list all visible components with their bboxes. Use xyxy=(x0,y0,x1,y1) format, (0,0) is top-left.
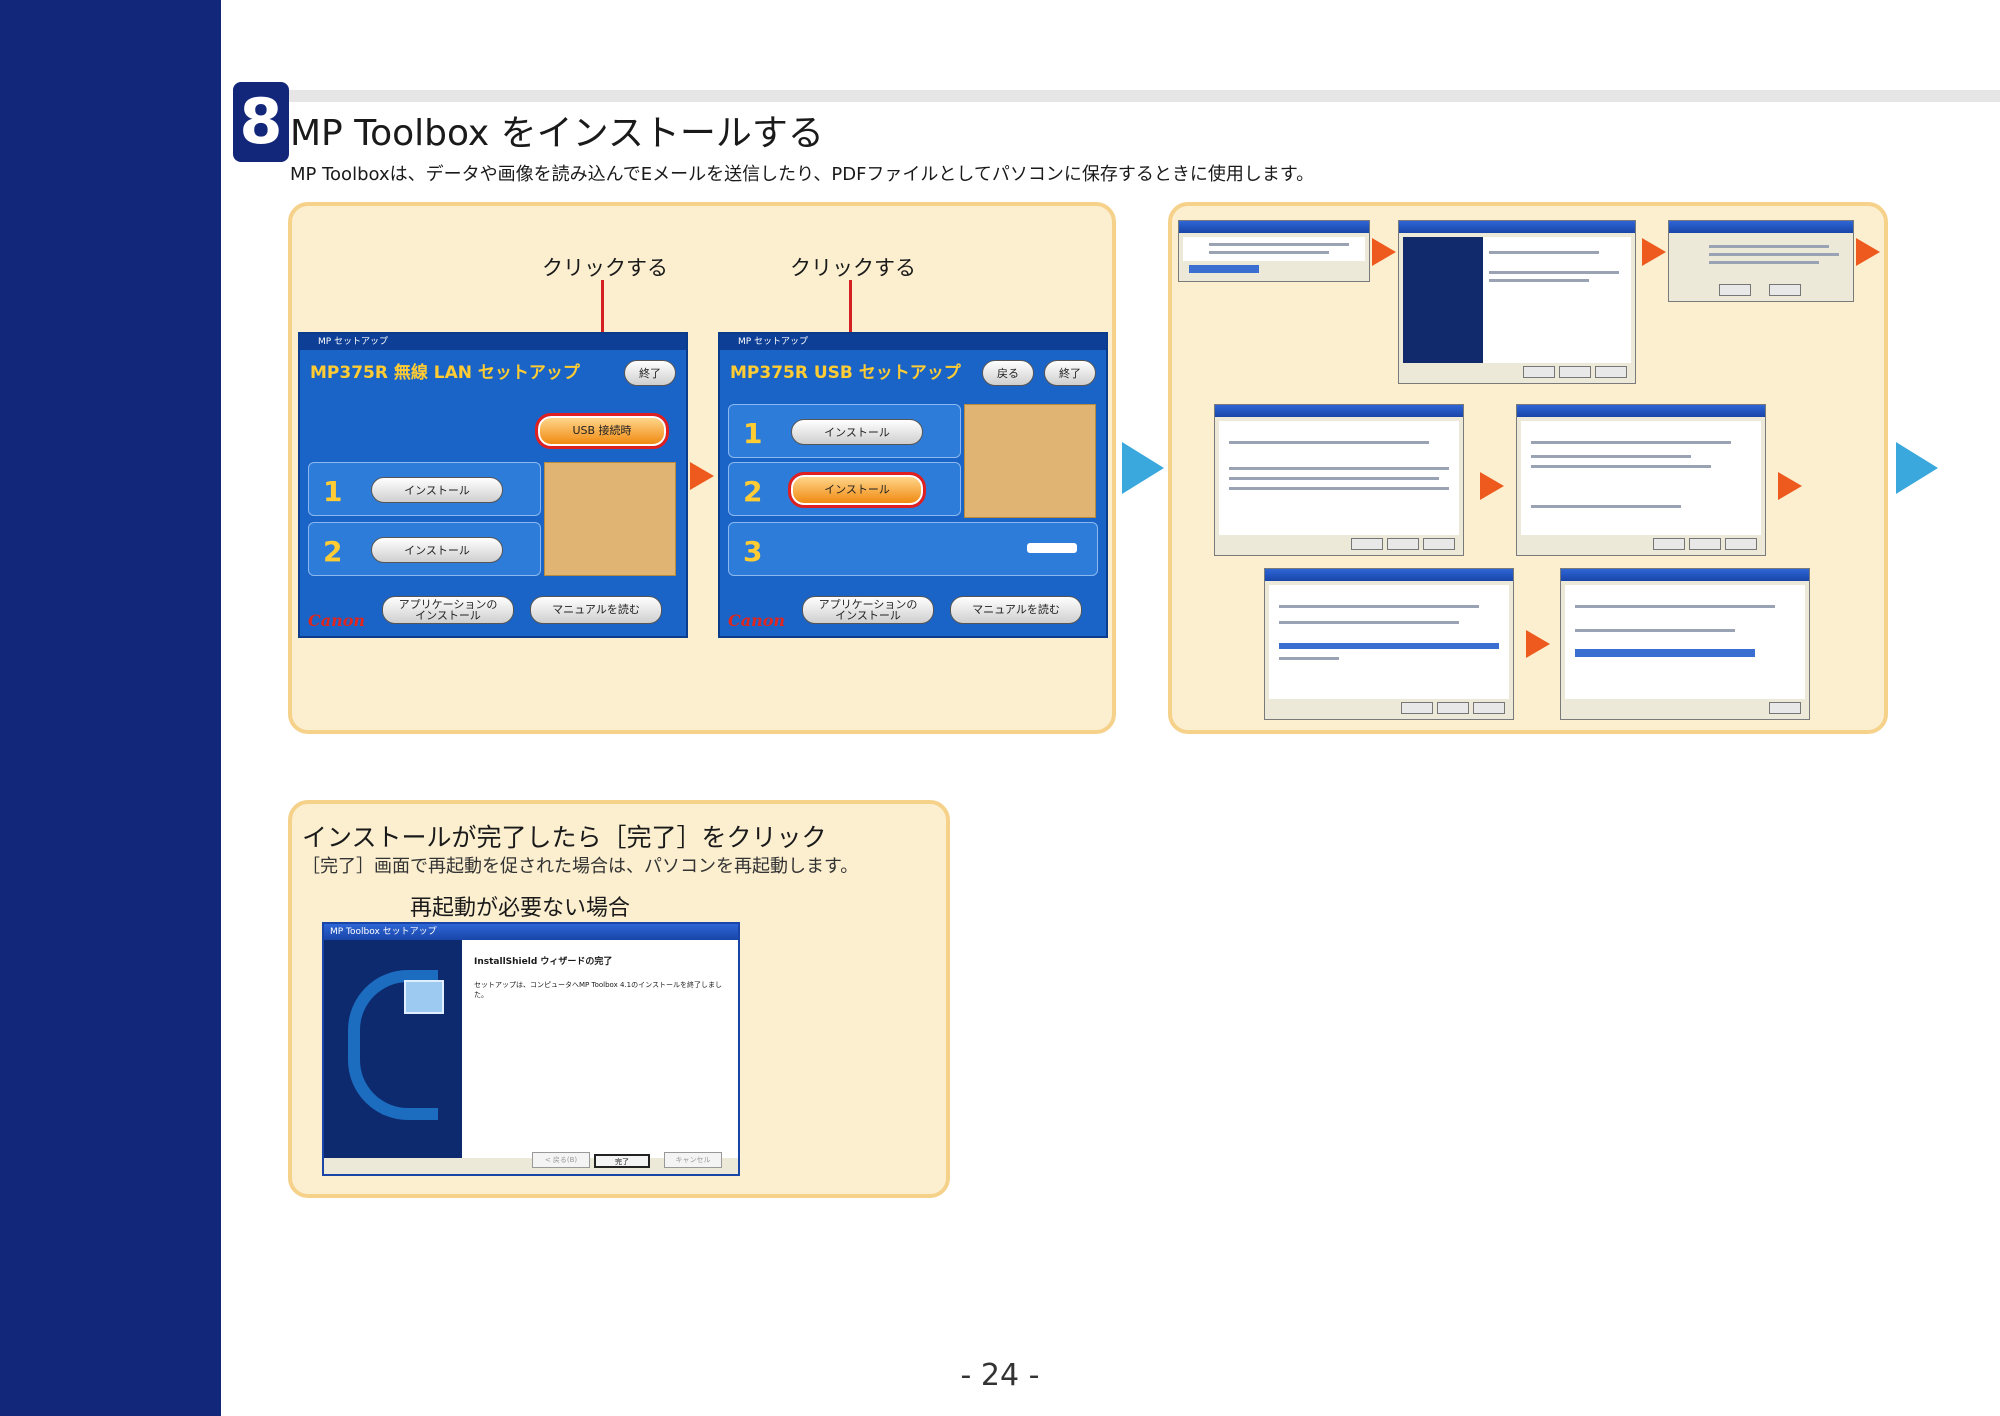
finish-button[interactable]: 完了 xyxy=(594,1154,650,1168)
setup-status-screenshot xyxy=(1560,568,1810,720)
next-arrow xyxy=(1526,630,1550,658)
step3-number: 3 xyxy=(743,535,763,568)
back-button[interactable]: < 戻る(B) xyxy=(532,1152,590,1168)
canon-logo: Canon xyxy=(728,611,786,630)
installshield-preparing-screenshot xyxy=(1178,220,1370,282)
completion-note: ［完了］画面で再起動を促された場合は、パソコンを再起動します。 xyxy=(302,856,859,877)
program-folder-screenshot xyxy=(1264,568,1514,720)
cancel-button[interactable]: キャンセル xyxy=(664,1152,722,1168)
step1-install-button[interactable]: インストール xyxy=(371,477,503,503)
step-number-badge: 8 xyxy=(233,82,289,162)
canon-logo: Canon xyxy=(308,611,366,630)
step2-number: 2 xyxy=(323,535,343,568)
dialog-message: セットアップは、コンピュータへMP Toolbox 4.1のインストールを終了し… xyxy=(474,981,722,999)
next-arrow xyxy=(1642,238,1666,266)
section-header-bar xyxy=(233,90,2000,102)
confirm-dialog-screenshot xyxy=(1668,220,1854,302)
step1-row: 1 インストール xyxy=(728,404,961,458)
window-heading: MP375R USB セットアップ xyxy=(730,363,961,383)
next-arrow-large xyxy=(1122,442,1164,494)
step2-install-button[interactable]: インストール xyxy=(371,537,503,563)
step1-install-button[interactable]: インストール xyxy=(791,419,923,445)
completion-heading: インストールが完了したら［完了］をクリック xyxy=(302,823,827,852)
next-arrow xyxy=(1778,472,1802,500)
exit-button[interactable]: 終了 xyxy=(1044,360,1096,386)
dialog-heading: InstallShield ウィザードの完了 xyxy=(474,957,613,967)
install-applications-button[interactable]: アプリケーションの インストール xyxy=(382,596,514,624)
section-title: MP Toolbox をインストールする xyxy=(290,113,824,154)
step2-row: 2 インストール xyxy=(728,462,961,516)
click-caption-left: クリックする xyxy=(542,256,668,280)
usb-cable-icon xyxy=(1027,543,1077,553)
read-manual-button[interactable]: マニュアルを読む xyxy=(530,596,662,624)
step3-row: 3 xyxy=(728,522,1098,576)
step2-number: 2 xyxy=(743,475,763,508)
read-manual-button[interactable]: マニュアルを読む xyxy=(950,596,1082,624)
click-caption-right: クリックする xyxy=(790,256,916,280)
step2-row: 2 インストール xyxy=(308,522,541,576)
sidebar-band xyxy=(0,0,221,1416)
section-subtitle: MP Toolboxは、データや画像を読み込んでEメールを送信したり、PDFファ… xyxy=(290,164,1315,185)
next-arrow xyxy=(1480,472,1504,500)
window-titlebar: MP セットアップ xyxy=(300,334,686,350)
wizard-side-image xyxy=(324,940,462,1158)
install-applications-button[interactable]: アプリケーションの インストール xyxy=(802,596,934,624)
installshield-complete-dialog: MP Toolbox セットアップ InstallShield ウィザードの完了… xyxy=(322,922,740,1176)
installer-computer-icon xyxy=(404,980,444,1014)
license-agreement-screenshot xyxy=(1214,404,1464,556)
info-note xyxy=(964,404,1096,518)
step2-install-button[interactable]: インストール xyxy=(788,472,926,508)
step1-number: 1 xyxy=(743,417,763,450)
page-number: - 24 - xyxy=(960,1358,1040,1393)
wireless-setup-window: MP セットアップ MP375R 無線 LAN セットアップ 終了 USB 接続… xyxy=(298,332,688,638)
dialog-titlebar: MP Toolbox セットアップ xyxy=(324,924,738,940)
window-heading: MP375R 無線 LAN セットアップ xyxy=(310,363,580,383)
exit-button[interactable]: 終了 xyxy=(624,360,676,386)
step1-number: 1 xyxy=(323,475,343,508)
next-arrow xyxy=(1372,238,1396,266)
no-restart-caption: 再起動が必要ない場合 xyxy=(410,896,631,921)
window-titlebar: MP セットアップ xyxy=(720,334,1106,350)
next-arrow-large xyxy=(1896,442,1938,494)
install-destination-screenshot xyxy=(1516,404,1766,556)
usb-setup-window: MP セットアップ MP375R USB セットアップ 戻る 終了 1 インスト… xyxy=(718,332,1108,638)
back-button[interactable]: 戻る xyxy=(982,360,1034,386)
info-note xyxy=(544,462,676,576)
next-arrow xyxy=(690,462,714,490)
installshield-welcome-screenshot xyxy=(1398,220,1636,384)
usb-connection-button[interactable]: USB 接続時 xyxy=(535,413,669,449)
step1-row: 1 インストール xyxy=(308,462,541,516)
next-arrow xyxy=(1856,238,1880,266)
